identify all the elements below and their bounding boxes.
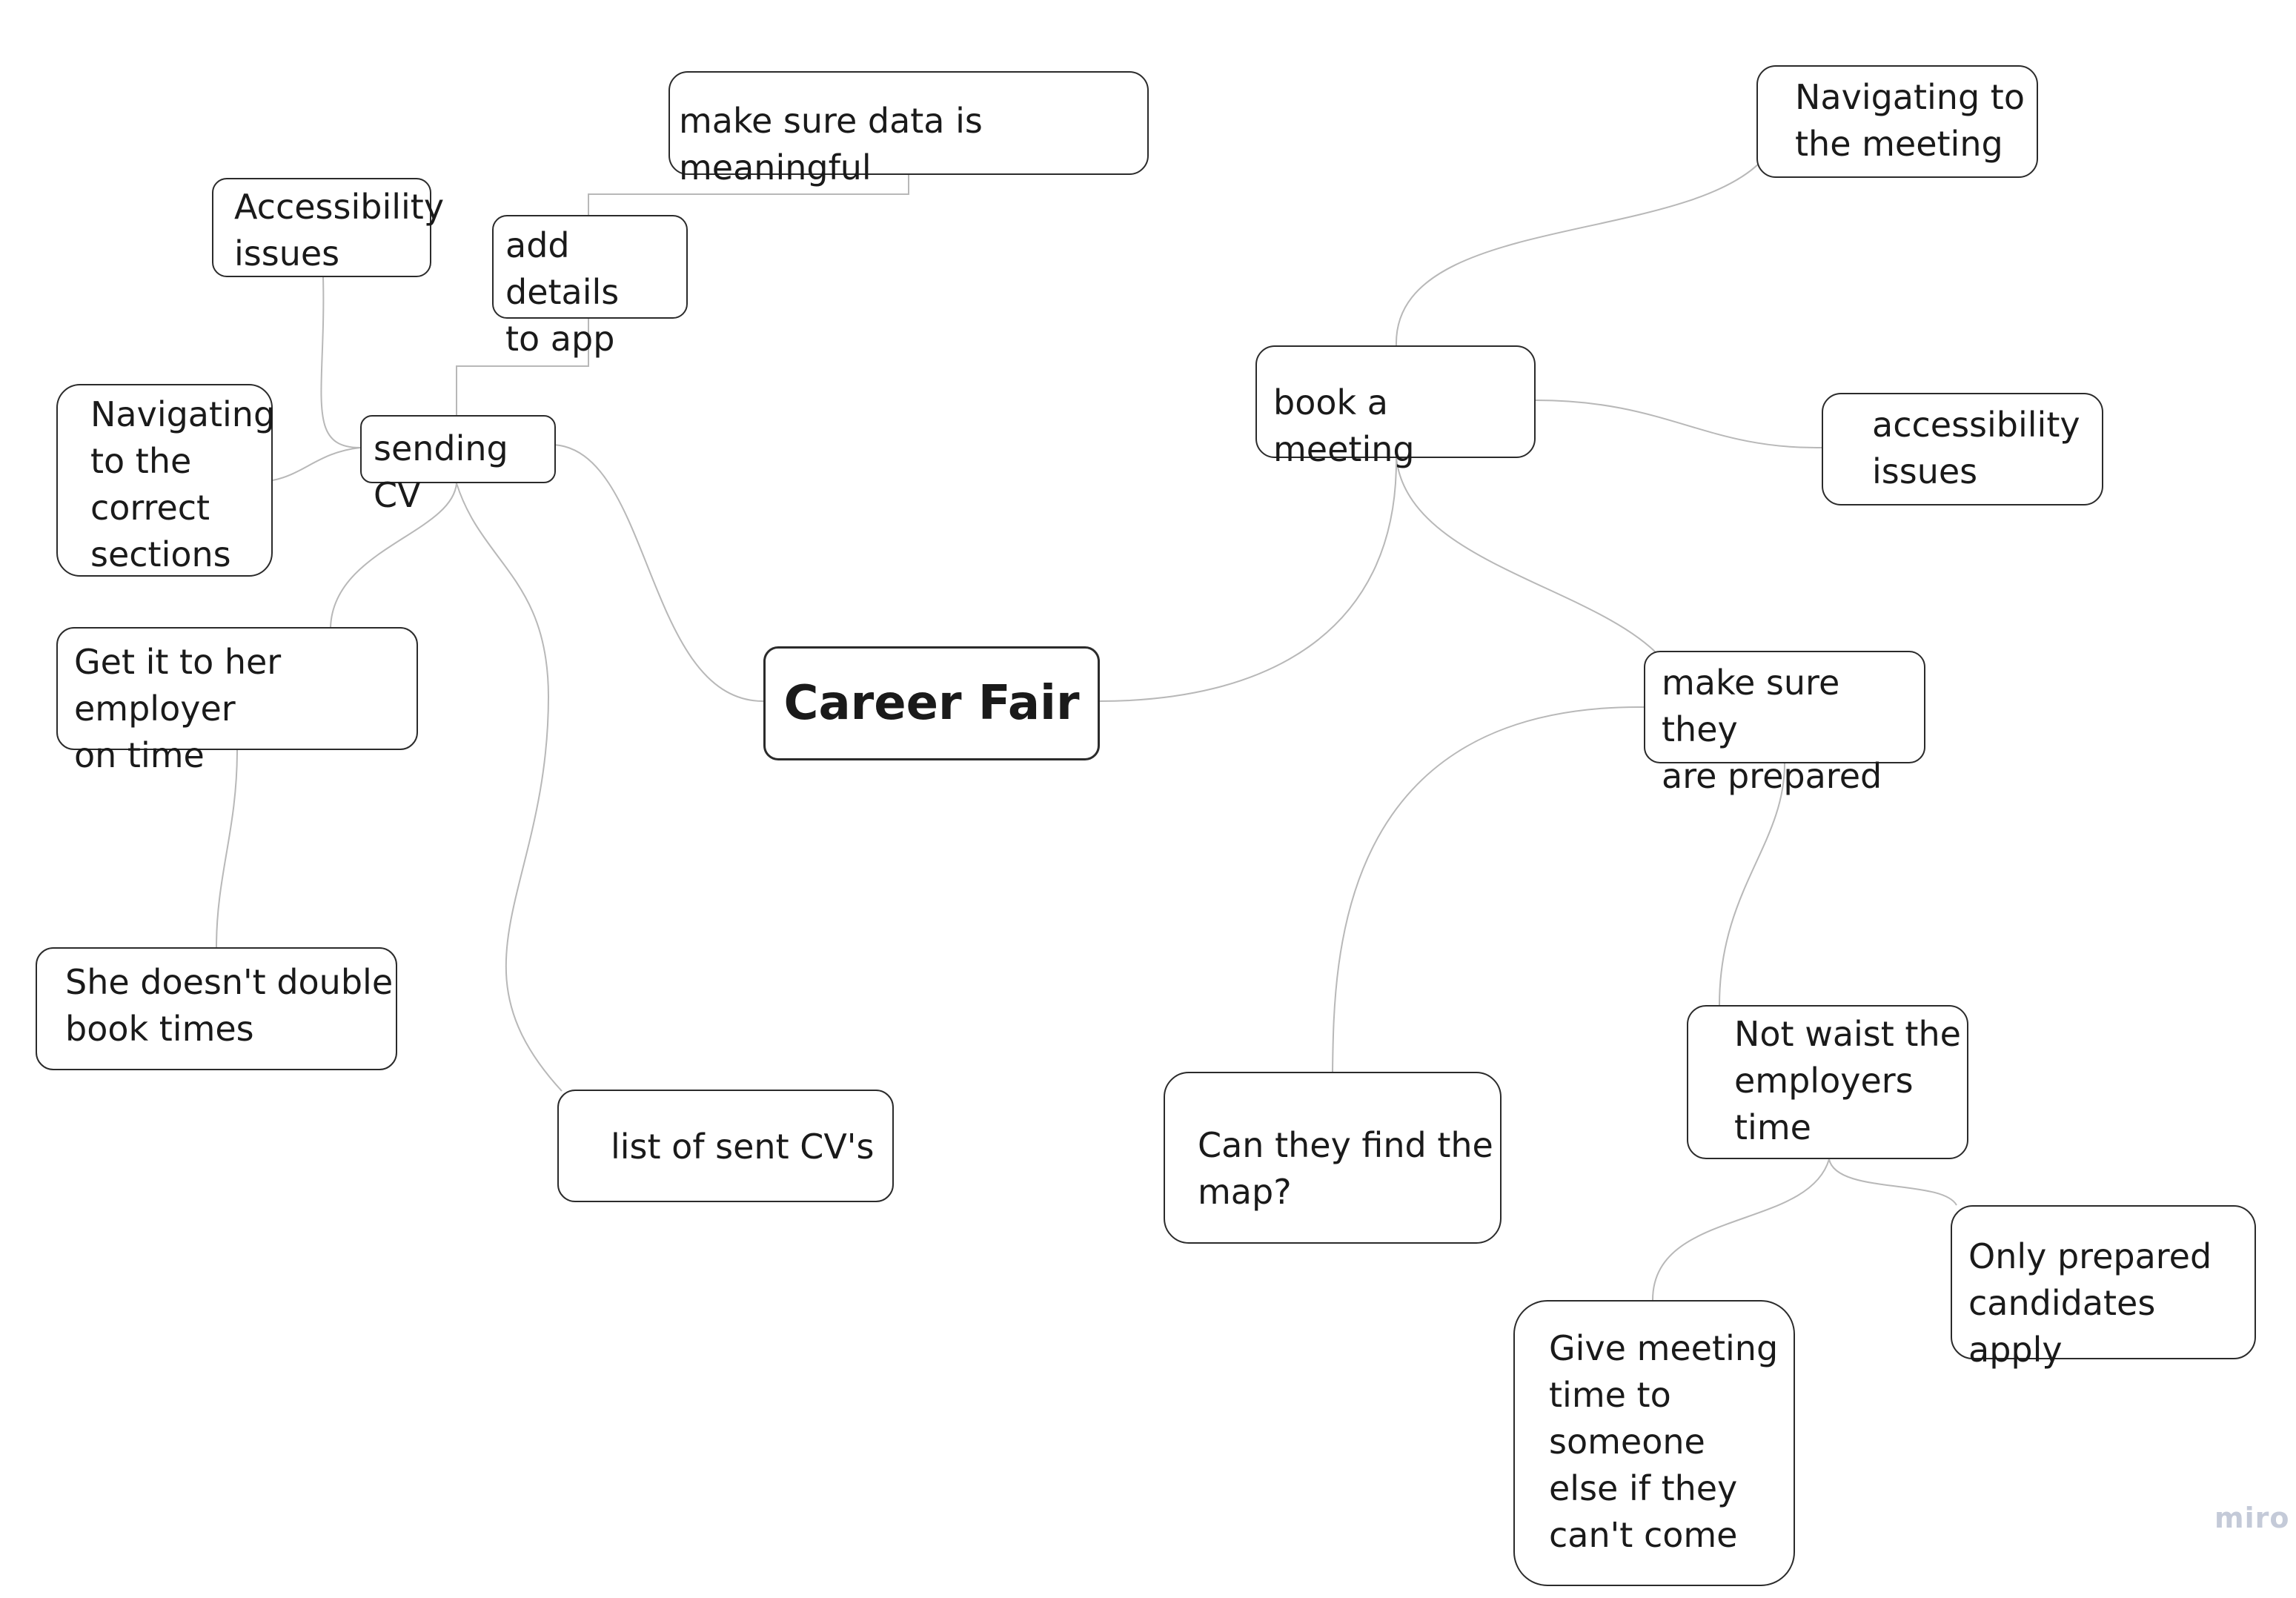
connector-not-waste-give-time[interactable]	[1652, 1158, 1830, 1301]
node-navigating-to-meeting[interactable]: Navigating to the meeting	[1756, 65, 2038, 178]
node-make-sure-prepared[interactable]: make sure they are prepared	[1644, 651, 1925, 796]
node-can-they-find-map[interactable]: Can they find the map?	[1164, 1072, 1502, 1244]
connector-get-to-employer-double-book[interactable]	[216, 749, 238, 948]
connector-sending-cv-accessibility[interactable]	[320, 276, 361, 448]
connector-not-waste-only-prepared[interactable]	[1828, 1158, 1957, 1206]
node-only-prepared-candidates[interactable]: Only prepared candidates apply	[1951, 1205, 2256, 1370]
node-sending-cv[interactable]: sending CV	[360, 415, 556, 515]
node-accessibility-issues-right[interactable]: accessibility issues	[1822, 393, 2103, 505]
connector-prepared-not-waste[interactable]	[1719, 763, 1785, 1006]
node-make-sure-data-meaningful[interactable]: make sure data is meaningful	[668, 71, 1149, 188]
connector-root-book-meeting[interactable]	[1099, 457, 1398, 702]
node-add-details-to-app[interactable]: add details to app	[492, 215, 688, 359]
connector-book-meeting-navigating-meeting[interactable]	[1395, 162, 1760, 346]
node-book-a-meeting[interactable]: book a meeting	[1255, 345, 1536, 469]
node-give-meeting-time-to-someone-else[interactable]: Give meeting time to someone else if the…	[1513, 1300, 1795, 1586]
connector-sending-cv-add-details[interactable]	[456, 319, 589, 415]
connector-sending-cv-get-to-employer[interactable]	[330, 483, 457, 628]
miro-logo: miro	[2214, 1502, 2290, 1534]
connector-sending-cv-sent-cv-list[interactable]	[456, 483, 563, 1092]
node-list-of-sent-cvs[interactable]: list of sent CV's	[557, 1090, 894, 1202]
node-navigating-correct-sections[interactable]: Navigating to the correct sections	[56, 384, 275, 577]
node-get-to-employer-on-time[interactable]: Get it to her employer on time	[56, 627, 418, 775]
topic-career-fair[interactable]: Career Fair	[763, 646, 1100, 760]
connector-book-meeting-prepared[interactable]	[1396, 457, 1661, 657]
connector-book-meeting-accessibility[interactable]	[1535, 400, 1822, 449]
node-no-double-booking[interactable]: She doesn't double book times	[36, 947, 397, 1070]
node-not-waste-employers-time[interactable]: Not waist the employers time	[1687, 1005, 1968, 1159]
connector-prepared-find-map[interactable]	[1332, 706, 1645, 1072]
node-accessibility-issues-left[interactable]: Accessibility issues	[212, 178, 444, 277]
connector-root-sending-cv[interactable]	[552, 444, 764, 702]
connector-sending-cv-navigating[interactable]	[272, 447, 361, 481]
connector-add-details-meaningful-data[interactable]	[588, 175, 909, 215]
